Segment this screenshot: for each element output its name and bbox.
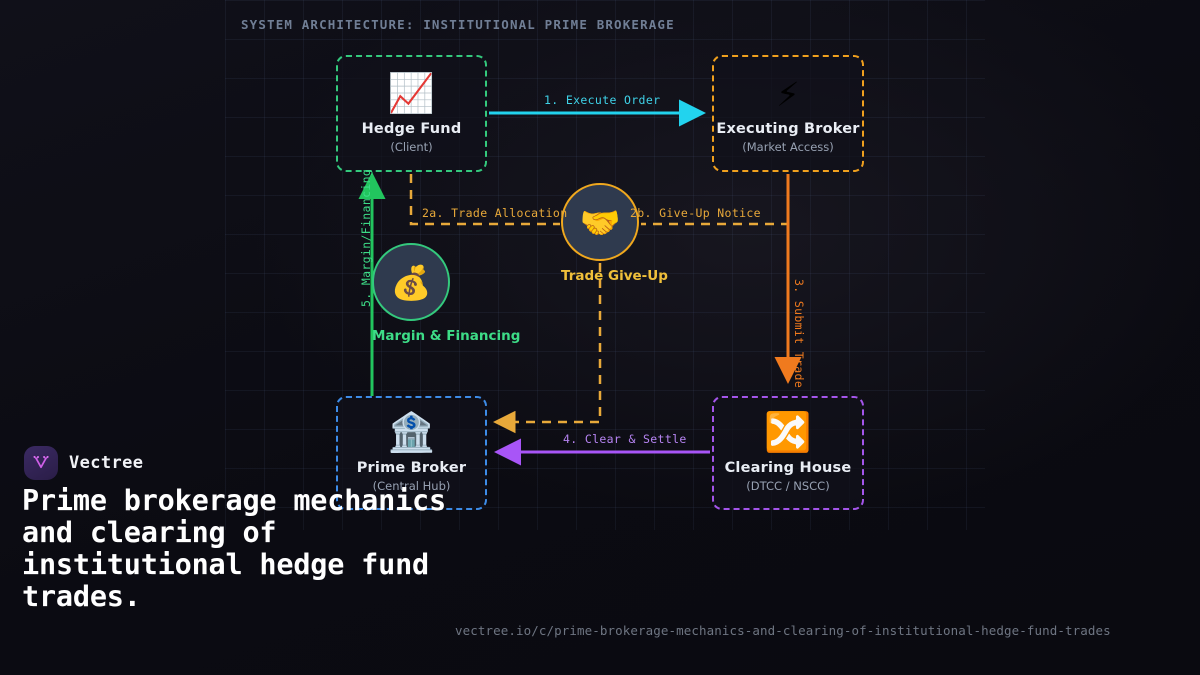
node-subtitle: (Central Hub) [372,479,451,493]
money-bag-icon: 💰 [372,243,450,321]
node-executing-broker[interactable]: ⚡ Executing Broker (Market Access) [712,55,864,172]
edge-label-clear-settle: 4. Clear & Settle [563,432,687,446]
handshake-icon: 🤝 [561,183,639,261]
node-label: Margin & Financing [372,328,521,344]
edge-label-submit-trade: 3. Submit Trade [792,279,806,389]
vectree-mark-icon [33,455,49,469]
node-margin-financing[interactable]: 💰 Margin & Financing [372,243,520,344]
node-title: Hedge Fund [361,120,462,137]
node-title: Prime Broker [356,460,467,476]
brand-name: Vectree [69,453,144,473]
footer-url: vectree.io/c/prime-brokerage-mechanics-a… [455,623,1111,638]
bank-icon: 🏦 [387,410,436,454]
headline: Prime brokerage mechanics and clearing o… [22,484,446,613]
node-title: Executing Broker [716,120,860,137]
node-title: Clearing House [724,460,852,476]
node-label: Trade Give-Up [561,268,668,284]
chart-increasing-icon: 📈 [387,70,436,115]
shuffle-icon: 🔀 [764,410,812,454]
edge-label-giveup-notice: 2b. Give-Up Notice [630,206,761,220]
vectree-logo [24,446,58,480]
node-prime-broker[interactable]: 🏦 Prime Broker (Central Hub) [336,396,487,510]
edge-label-margin-financing: 5. Margin/Financing [359,168,373,307]
node-trade-giveup[interactable]: 🤝 Trade Give-Up [561,183,668,284]
edge-label-execute-order: 1. Execute Order [544,93,661,107]
diagram-title: SYSTEM ARCHITECTURE: INSTITUTIONAL PRIME… [241,17,675,32]
brand: Vectree [24,446,143,480]
node-subtitle: (Client) [390,139,433,154]
node-subtitle: (DTCC / NSCC) [746,479,830,493]
edge-label-trade-allocation: 2a. Trade Allocation [422,206,568,220]
node-clearing-house[interactable]: 🔀 Clearing House (DTCC / NSCC) [712,396,864,510]
edge-giveup-to-prime-broker [493,263,602,434]
node-subtitle: (Market Access) [742,139,834,154]
edge-trade-allocation [409,174,560,226]
lightning-bolt-icon: ⚡ [776,70,800,115]
node-hedge-fund[interactable]: 📈 Hedge Fund (Client) [336,55,487,172]
